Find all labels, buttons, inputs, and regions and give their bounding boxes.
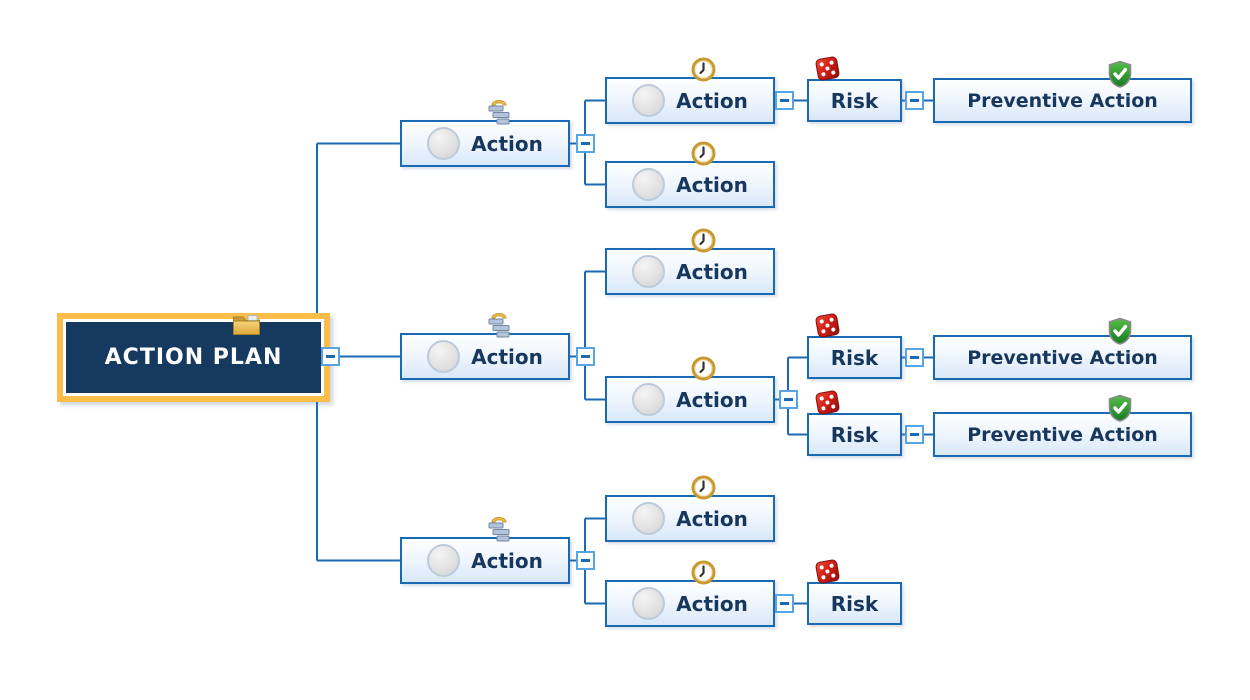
node-label: Action [676, 506, 748, 531]
minus-icon [581, 355, 590, 358]
tasks-icon [483, 310, 515, 340]
circle-bullet-icon [427, 340, 461, 373]
timer-icon [691, 475, 716, 500]
circle-bullet-icon [632, 255, 666, 288]
preventive-action-node-1[interactable]: Preventive Action [933, 59, 1192, 123]
node-label: Preventive Action [967, 89, 1158, 112]
node-label: Action [471, 548, 543, 573]
action-node-main-1[interactable]: Action [400, 100, 570, 167]
node-label: Risk [830, 345, 879, 370]
collapse-button-sub-1a[interactable] [775, 91, 794, 110]
node-label: Action [676, 172, 748, 197]
collapse-button-sub-3b[interactable] [775, 594, 794, 613]
shield-check-icon [1107, 59, 1133, 89]
node-label: Risk [830, 591, 879, 616]
circle-bullet-icon [632, 84, 666, 117]
action-node-main-3[interactable]: Action [400, 517, 570, 584]
collapse-button-root[interactable] [321, 347, 340, 366]
node-label: Action [676, 387, 748, 412]
risk-node-3[interactable]: Risk [807, 389, 902, 456]
preventive-action-node-2[interactable]: Preventive Action [933, 316, 1192, 380]
circle-bullet-icon [427, 544, 461, 577]
action-node-sub-1a[interactable]: Action [605, 57, 775, 124]
node-label: Action [676, 88, 748, 113]
node-label: Risk [830, 88, 879, 113]
dice-icon [812, 387, 843, 418]
risk-node-1[interactable]: Risk [807, 55, 902, 122]
minus-icon [910, 99, 919, 102]
circle-bullet-icon [632, 587, 666, 620]
minus-icon [581, 142, 590, 145]
risk-node-2[interactable]: Risk [807, 312, 902, 379]
node-label: Action [471, 344, 543, 369]
collapse-button-sub-2b[interactable] [779, 390, 798, 409]
minus-icon [780, 602, 789, 605]
timer-icon [691, 57, 716, 82]
timer-icon [691, 228, 716, 253]
preventive-action-node-3[interactable]: Preventive Action [933, 393, 1192, 457]
collapse-button-risk-1[interactable] [905, 91, 924, 110]
root-node-action-plan[interactable]: ACTION PLAN [57, 313, 330, 402]
timer-icon [691, 356, 716, 381]
node-label: Preventive Action [967, 346, 1158, 369]
node-label: Action [676, 259, 748, 284]
dice-icon [812, 310, 843, 341]
shield-check-icon [1107, 393, 1133, 423]
tasks-icon [483, 97, 515, 127]
risk-node-4[interactable]: Risk [807, 558, 902, 625]
action-node-sub-1b[interactable]: Action [605, 141, 775, 208]
shield-check-icon [1107, 316, 1133, 346]
folder-icon [231, 310, 262, 337]
circle-bullet-icon [632, 383, 666, 416]
action-node-sub-2b[interactable]: Action [605, 356, 775, 423]
node-label: Risk [830, 422, 879, 447]
circle-bullet-icon [427, 127, 461, 160]
dice-icon [812, 556, 843, 587]
node-label: Action [676, 591, 748, 616]
node-label: Preventive Action [967, 423, 1158, 446]
node-label: Action [471, 131, 543, 156]
circle-bullet-icon [632, 502, 666, 535]
minus-icon [784, 398, 793, 401]
minus-icon [581, 559, 590, 562]
action-node-main-2[interactable]: Action [400, 313, 570, 380]
collapse-button-main-1[interactable] [576, 134, 595, 153]
action-node-sub-2a[interactable]: Action [605, 228, 775, 295]
minus-icon [910, 356, 919, 359]
minus-icon [910, 433, 919, 436]
circle-bullet-icon [632, 168, 666, 201]
minus-icon [326, 355, 335, 358]
collapse-button-main-2[interactable] [576, 347, 595, 366]
minus-icon [780, 99, 789, 102]
root-node-label: ACTION PLAN [66, 322, 321, 393]
timer-icon [691, 560, 716, 585]
action-node-sub-3b[interactable]: Action [605, 560, 775, 627]
timer-icon [691, 141, 716, 166]
action-node-sub-3a[interactable]: Action [605, 475, 775, 542]
dice-icon [812, 53, 843, 84]
collapse-button-risk-2[interactable] [905, 348, 924, 367]
tasks-icon [483, 514, 515, 544]
collapse-button-risk-3[interactable] [905, 425, 924, 444]
collapse-button-main-3[interactable] [576, 551, 595, 570]
